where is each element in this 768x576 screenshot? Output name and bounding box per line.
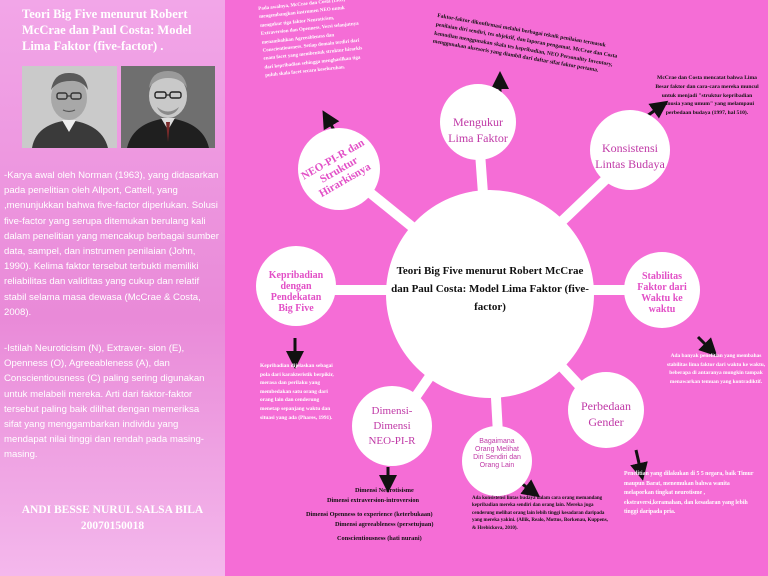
node-mengukur-circle[interactable] [440, 84, 516, 160]
dimension-item: Dimensi Neurotisisme [355, 487, 414, 494]
note-neo: Pada awalnya, McCrae dan Costa (1985) me… [258, 0, 363, 79]
node-neo-circle[interactable] [298, 128, 380, 210]
paragraph-terms: -Istilah Neuroticism (N), Extraver- sion… [4, 343, 205, 461]
node-mengukur-label: Mengukur Lima Faktor [448, 115, 508, 145]
dimension-item: Conscientiousness (hati nurani) [337, 535, 422, 542]
paragraph-history: -Karya awal oleh Norman (1963), yang did… [4, 170, 219, 318]
author-id: 20070150018 [80, 520, 145, 532]
author-name: ANDI BESSE NURUL SALSA BILA [21, 504, 204, 516]
center-topic: Teori Big Five menurut Robert McCrae dan… [391, 265, 589, 313]
dimension-item: Dimensi Openness to experience (keterbuk… [306, 511, 433, 518]
node-kepribadian-label: Kepribadian dengan Pendekatan Big Five [268, 270, 324, 314]
note-kepribadian: Kepribadian dijelaskan sebagai pola dari… [260, 363, 334, 421]
dimension-item: Dimensi agreeableness (persetujuan) [335, 521, 434, 528]
page-title: Teori Big Five menurut Robert McCrae dan… [22, 7, 192, 53]
node-dimensi-label: Dimensi-Dimensi NEO-PI-R [368, 405, 416, 447]
node-bagaimana-label: Bagaimana Orang Melihat Diri Sendiri dan… [473, 438, 521, 469]
node-konsistensi-circle[interactable] [590, 110, 670, 190]
photo-robert-mccrae [22, 66, 117, 148]
dimension-item: Dimensi extraversion-introversion [327, 497, 420, 504]
node-stabilitas-label: Stabilitas Faktor dari Waktu ke waktu [637, 271, 687, 315]
note-bagaimana: Ada konsistensi lintas budaya dalam cara… [472, 496, 608, 531]
node-perbedaan-circle[interactable] [568, 372, 644, 448]
photo-paul-costa [121, 66, 215, 148]
note-stabilitas: Ada banyak penelitian yang membahas stab… [666, 353, 766, 385]
arrow-stabilitas [696, 335, 718, 357]
node-konsistensi-label: Konsistensi Lintas Budaya [595, 141, 665, 171]
node-stabilitas-circle[interactable] [624, 252, 700, 328]
node-perbedaan-label: Perbedaan Gender [581, 399, 631, 429]
node-bagaimana-circle[interactable] [462, 426, 532, 496]
node-dimensi-circle[interactable] [352, 386, 432, 466]
note-perbedaan: Penelitian yang dilakukan di 5 5 negara,… [624, 471, 754, 516]
node-kepribadian-circle[interactable] [256, 246, 336, 326]
arrow-perbedaan [630, 449, 648, 481]
note-konsistensi: McCrae dan Costa mencatat bahwa Lima Bes… [655, 75, 759, 117]
center-circle [386, 190, 594, 398]
